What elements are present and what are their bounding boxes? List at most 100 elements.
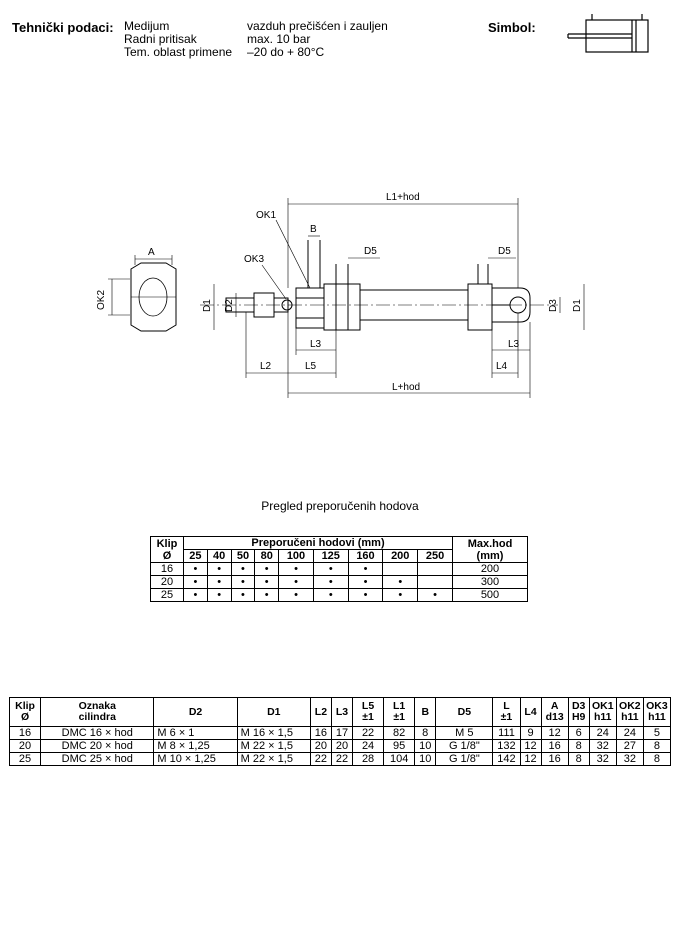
cell: 8 [567, 752, 590, 766]
cell: • [312, 575, 349, 589]
cell: • [183, 575, 208, 589]
cell: DMC 16 × hod [40, 726, 155, 740]
cell: • [183, 562, 208, 576]
stroke-col: 250 [417, 549, 453, 563]
cell: 142 [492, 752, 521, 766]
cell: • [347, 575, 384, 589]
cell: 24 [352, 739, 385, 753]
spec-labels: Medijum Radni pritisak Tem. oblast prime… [124, 20, 232, 59]
spec-label-pressure: Radni pritisak [124, 32, 197, 46]
cell: M 22 × 1,5 [236, 739, 311, 753]
cell: • [382, 575, 419, 589]
cell: 200 [452, 562, 528, 576]
cell: 28 [352, 752, 385, 766]
cell: M 8 × 1,25 [153, 739, 238, 753]
cell: 25 [150, 588, 184, 602]
cell: 111 [492, 726, 521, 740]
label-d1-left: D1 [202, 299, 213, 312]
cell: 9 [519, 726, 542, 740]
cell: 16 [309, 726, 332, 740]
cell: • [206, 575, 232, 589]
cell: 16 [150, 562, 184, 576]
table-row: 20 • • • • • • • • 300 [150, 575, 528, 589]
label-ok2: OK2 [96, 290, 107, 310]
cell: • [254, 562, 280, 576]
table-row: 25 DMC 25 × hod M 10 × 1,25 M 22 × 1,5 2… [8, 752, 672, 766]
cell: 8 [414, 726, 437, 740]
cell: M 5 [435, 726, 494, 740]
cell: 8 [642, 739, 672, 753]
label-l4: L4 [496, 361, 508, 372]
symbol-label: Simbol: [488, 20, 536, 35]
table-row: 16 • • • • • • • 200 [150, 562, 528, 576]
cell: 22 [309, 752, 332, 766]
cell: G 1/8" [435, 752, 494, 766]
spec-label-medium: Medijum [124, 19, 170, 33]
label-b: B [310, 224, 317, 235]
cell: 12 [519, 752, 542, 766]
table-row: 25 • • • • • • • • • 500 [150, 588, 528, 602]
col-strokes: Preporučeni hodovi (mm) [183, 536, 453, 550]
col-header: L3 [330, 697, 354, 727]
cell: • [206, 562, 232, 576]
col-header: L2 [309, 697, 332, 727]
cylinder-symbol [567, 14, 649, 53]
spec-value-pressure: max. 10 bar [247, 32, 311, 46]
cell: 12 [519, 739, 542, 753]
cell: 20 [150, 575, 184, 589]
cell: • [417, 588, 453, 602]
label-ok1: OK1 [256, 210, 276, 221]
cell: 8 [567, 739, 590, 753]
table-row: 20 DMC 20 × hod M 8 × 1,25 M 22 × 1,5 20… [8, 739, 672, 753]
col-header: D2 [153, 697, 238, 727]
cell: 27 [615, 739, 644, 753]
cell: 12 [540, 726, 569, 740]
label-l5: L5 [305, 361, 317, 372]
cell: 8 [642, 752, 672, 766]
label-l3-front: L3 [310, 339, 322, 350]
cell: DMC 25 × hod [40, 752, 155, 766]
cell: 95 [383, 739, 416, 753]
stroke-col: 125 [312, 549, 349, 563]
col-header: L4 [519, 697, 542, 727]
cell [417, 575, 453, 589]
cell: M 10 × 1,25 [153, 752, 238, 766]
cell: • [254, 588, 280, 602]
cell: 16 [540, 739, 569, 753]
cell [417, 562, 453, 576]
cell: 132 [492, 739, 521, 753]
cell: 32 [615, 752, 644, 766]
stroke-col: 100 [278, 549, 314, 563]
spec-value-medium: vazduh prečišćen i zauljen [247, 19, 388, 33]
label-a: A [148, 247, 155, 258]
stroke-col: 160 [347, 549, 384, 563]
label-ok3: OK3 [244, 254, 264, 265]
hex-nut-end-view [130, 262, 177, 332]
label-d5-rear: D5 [498, 246, 511, 257]
cell: 82 [383, 726, 416, 740]
label-lhod: L+hod [392, 382, 420, 393]
cell: 300 [452, 575, 528, 589]
cell: • [183, 588, 208, 602]
tech-data-title: Tehnički podaci: [12, 20, 114, 35]
cell: 22 [330, 752, 354, 766]
table-row: 16 DMC 16 × hod M 6 × 1 M 16 × 1,5 16 17… [8, 726, 672, 740]
cell: DMC 20 × hod [40, 739, 155, 753]
cell: 10 [414, 752, 437, 766]
cell: • [347, 588, 384, 602]
col-header: L±1 [492, 697, 521, 727]
cell: 10 [414, 739, 437, 753]
label-d2: D2 [224, 299, 235, 312]
col-header: L5±1 [352, 697, 385, 727]
cell: • [254, 575, 280, 589]
col-header: B [414, 697, 437, 727]
cell: • [382, 588, 419, 602]
cylinder-drawing: L1+hod B OK1 OK3 D5 D5 A OK2 D1 D2 D3 D1… [96, 192, 585, 398]
